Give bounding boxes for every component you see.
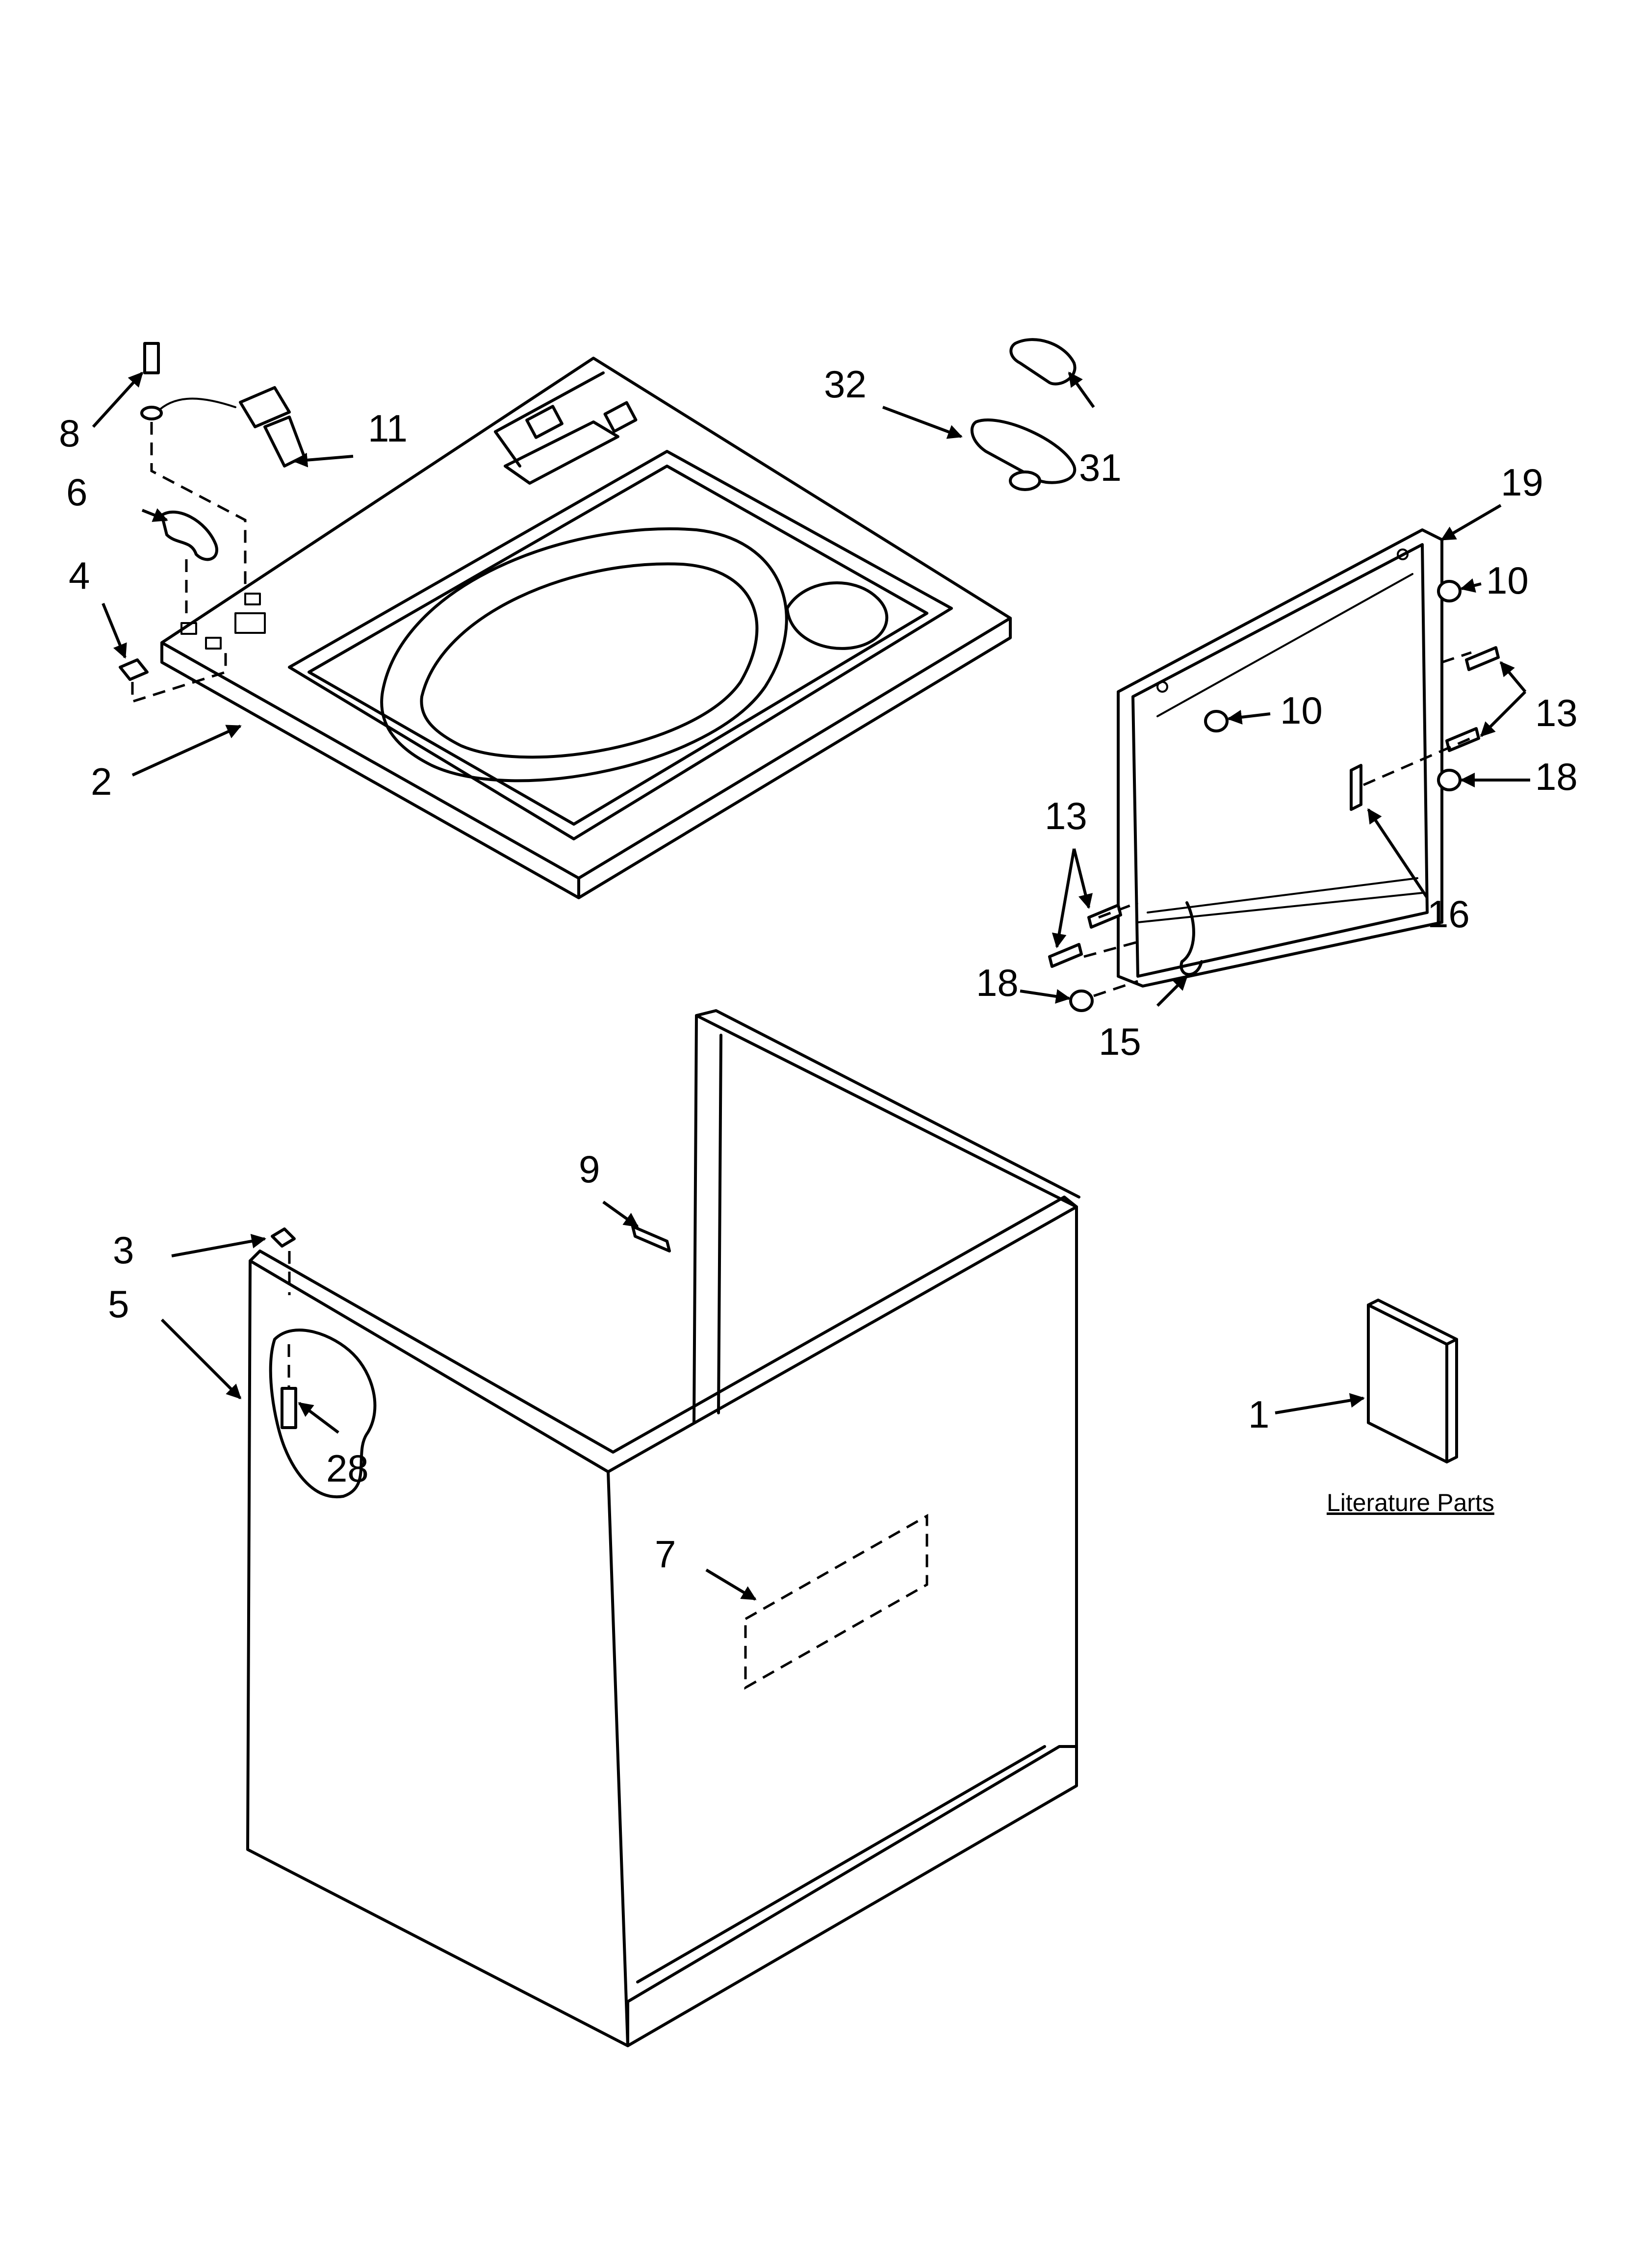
callout-10b: 10 [1280,689,1323,732]
bumper-10b [1204,710,1229,732]
label-area-7 [744,1513,928,1690]
callout-8: 8 [59,412,80,455]
literature-parts-label: Literature Parts [1327,1489,1494,1516]
callout-32: 32 [824,363,867,406]
callout-19: 19 [1501,461,1543,504]
screw-13b [1445,727,1480,752]
callout-28: 28 [326,1447,369,1490]
callout-7: 7 [655,1533,676,1576]
callout-18b: 18 [976,961,1019,1004]
callout-9: 9 [579,1147,600,1191]
spacer-18b [1069,990,1094,1012]
screw-13a [1465,646,1500,671]
callout-13b: 13 [1045,794,1087,837]
literature-parts [1367,1299,1458,1463]
callout-1: 1 [1248,1393,1269,1436]
washer-8 [140,406,163,420]
cabinet [246,1009,1080,2047]
callout-16: 16 [1427,892,1470,936]
clip-3 [271,1227,296,1248]
lid-hardware [1048,580,1500,1012]
callout-3: 3 [113,1228,134,1272]
callout-18a: 18 [1535,755,1578,798]
dispenser-parts [970,338,1077,491]
cutaway [269,1329,377,1499]
callout-2: 2 [91,760,112,803]
callout-6: 6 [66,470,87,514]
callout-labels: 8 11 6 4 2 32 31 19 10 10 13 18 16 13 18… [59,363,1578,1576]
nut-4 [119,658,149,681]
callout-11: 11 [368,407,408,450]
callout-15: 15 [1099,1020,1141,1063]
rod-15 [1180,901,1203,976]
top-panel [160,357,1012,899]
dispenser-32 [970,418,1077,484]
screw-13d [1048,943,1083,968]
callout-10a: 10 [1486,559,1529,602]
callout-5: 5 [108,1282,129,1326]
clip-6 [160,510,218,561]
screw-28 [281,1387,297,1429]
screw-9 [631,1225,671,1252]
callout-4: 4 [69,554,90,597]
bumper-10a [1437,580,1462,602]
cap-31 [1009,338,1077,386]
leader-arrows [92,371,1530,1601]
callout-13a: 13 [1535,691,1578,734]
callout-31: 31 [1079,446,1122,489]
spacer-18a [1437,769,1462,791]
hinge-16 [1350,764,1362,811]
lid [1117,528,1443,988]
screw-8 [143,342,160,374]
